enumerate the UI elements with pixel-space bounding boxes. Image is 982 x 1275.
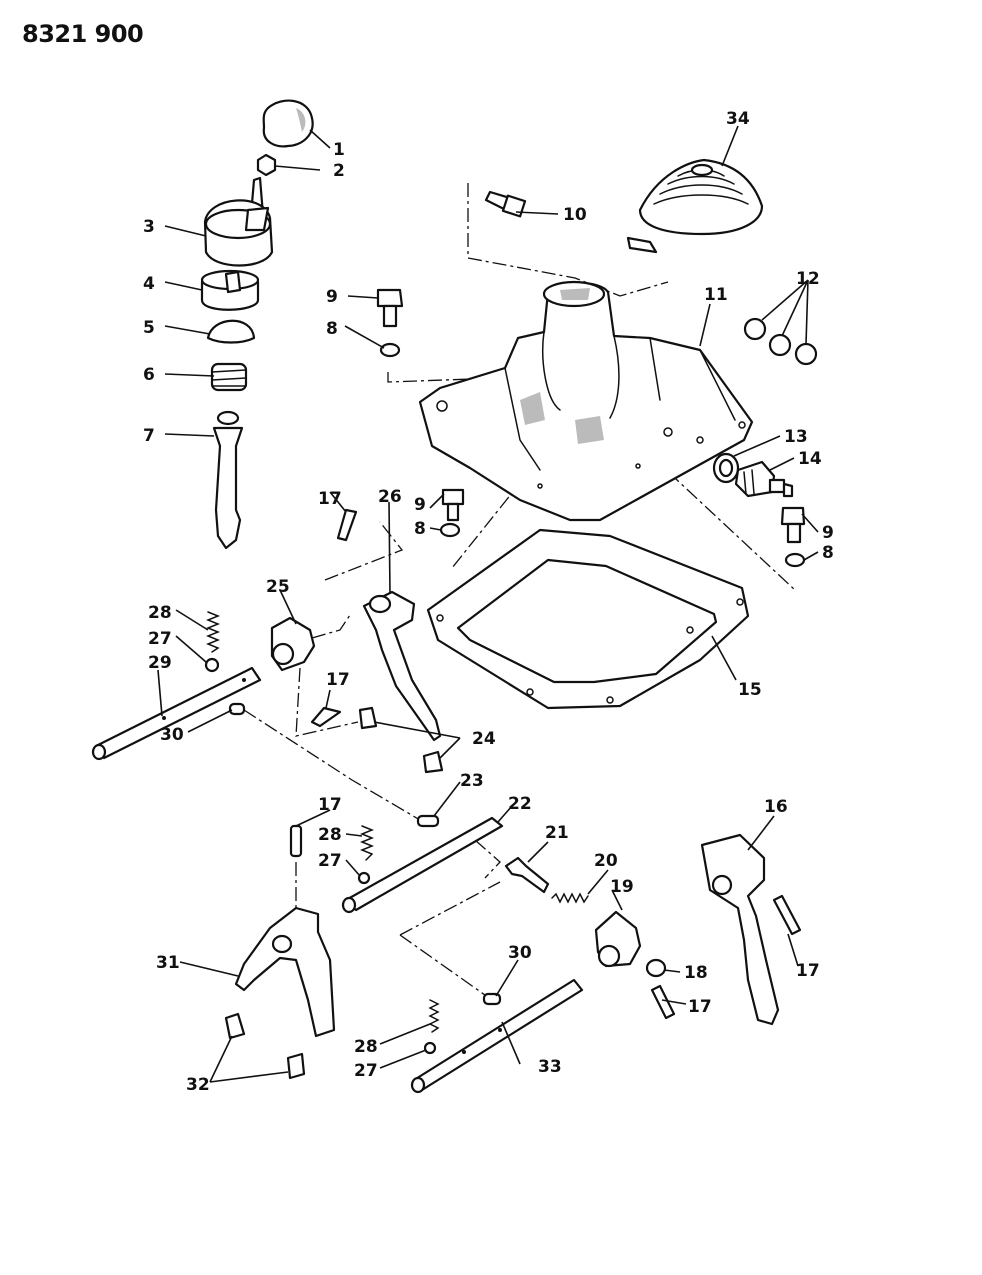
part-shift-lug: [270, 616, 316, 672]
callout-21: 21: [545, 823, 569, 843]
callout-labels: 1 2 3 4 5 6 7 8 9 10 11 12 13 14 15 16 1…: [143, 109, 834, 1095]
callout-8a: 8: [326, 319, 338, 339]
callout-15: 15: [738, 680, 762, 700]
part-detent-spring: [205, 611, 440, 1033]
callout-28a: 28: [148, 603, 172, 623]
part-select-lug: [594, 910, 642, 968]
part-detent-ball: [204, 657, 437, 1055]
part-shift-fork-left: [234, 906, 336, 1038]
callout-17c: 17: [318, 795, 342, 815]
part-shift-lever: [212, 410, 244, 550]
callout-22: 22: [508, 794, 532, 814]
part-roll-pin: [289, 508, 802, 1020]
callout-13: 13: [784, 427, 808, 447]
part-interlock-pin: [416, 814, 440, 828]
callout-10: 10: [563, 205, 587, 225]
callout-8c: 8: [822, 543, 834, 563]
callout-18: 18: [684, 963, 708, 983]
callout-9c: 9: [822, 523, 834, 543]
callout-9a: 9: [326, 287, 338, 307]
part-seal-washer: [712, 452, 740, 484]
callout-31: 31: [156, 953, 180, 973]
callout-26: 26: [378, 487, 402, 507]
callout-27b: 27: [318, 851, 342, 871]
callout-11: 11: [704, 285, 728, 305]
part-interlock-pin-small: [228, 702, 502, 1006]
callout-30a: 30: [160, 725, 184, 745]
callout-17d: 17: [796, 961, 820, 981]
part-shift-rail-upper: [91, 666, 262, 761]
callout-4: 4: [143, 274, 155, 294]
callout-24: 24: [472, 729, 496, 749]
callout-9b: 9: [414, 495, 426, 515]
callout-28b: 28: [318, 825, 342, 845]
callout-1: 1: [333, 140, 345, 160]
callout-2: 2: [333, 161, 345, 181]
part-shift-rail-center: [341, 816, 504, 914]
leader-lines: [157, 125, 819, 1083]
callout-25: 25: [266, 577, 290, 597]
part-jam-nut: [256, 153, 277, 177]
callout-17e: 17: [688, 997, 712, 1017]
part-fork-pad-lower: [224, 1012, 306, 1080]
callout-19: 19: [610, 877, 634, 897]
callout-30b: 30: [508, 943, 532, 963]
part-shift-fork-right: [700, 833, 780, 1026]
callout-29: 29: [148, 653, 172, 673]
part-dome-bushing: [206, 319, 256, 344]
part-spring-horizontal: [551, 892, 589, 904]
part-shifter-housing: [418, 280, 754, 522]
part-bolt: [376, 288, 806, 544]
part-spring-coil: [210, 362, 248, 392]
callout-27c: 27: [354, 1061, 378, 1081]
callout-3: 3: [143, 217, 155, 237]
callout-33: 33: [538, 1057, 562, 1077]
callout-17a: 17: [318, 489, 342, 509]
part-shift-boot: [638, 158, 764, 236]
callout-28c: 28: [354, 1037, 378, 1057]
part-fork-pad: [358, 706, 444, 774]
part-expansion-plug: [743, 317, 818, 366]
part-cover-gasket: [426, 528, 750, 710]
part-shift-boot-bezel: [203, 176, 274, 267]
callout-20: 20: [594, 851, 618, 871]
diagram-id: 8321 900: [22, 20, 144, 48]
part-shift-knob: [262, 99, 314, 148]
callout-12: 12: [796, 269, 820, 289]
callout-17b: 17: [326, 670, 350, 690]
callout-7: 7: [143, 426, 155, 446]
callout-27a: 27: [148, 629, 172, 649]
callout-6: 6: [143, 365, 155, 385]
callout-5: 5: [143, 318, 155, 338]
part-e-clip: [645, 958, 667, 978]
part-shift-fork-center: [362, 590, 442, 742]
part-shoulder-pin: [504, 856, 550, 894]
callout-34: 34: [726, 109, 750, 129]
part-shift-rail-lower: [410, 978, 584, 1094]
callout-8b: 8: [414, 519, 426, 539]
callout-32: 32: [186, 1075, 210, 1095]
callout-16: 16: [764, 797, 788, 817]
part-backup-switch: [734, 460, 794, 498]
callout-14: 14: [798, 449, 822, 469]
callout-23: 23: [460, 771, 484, 791]
part-retainer: [200, 269, 260, 311]
